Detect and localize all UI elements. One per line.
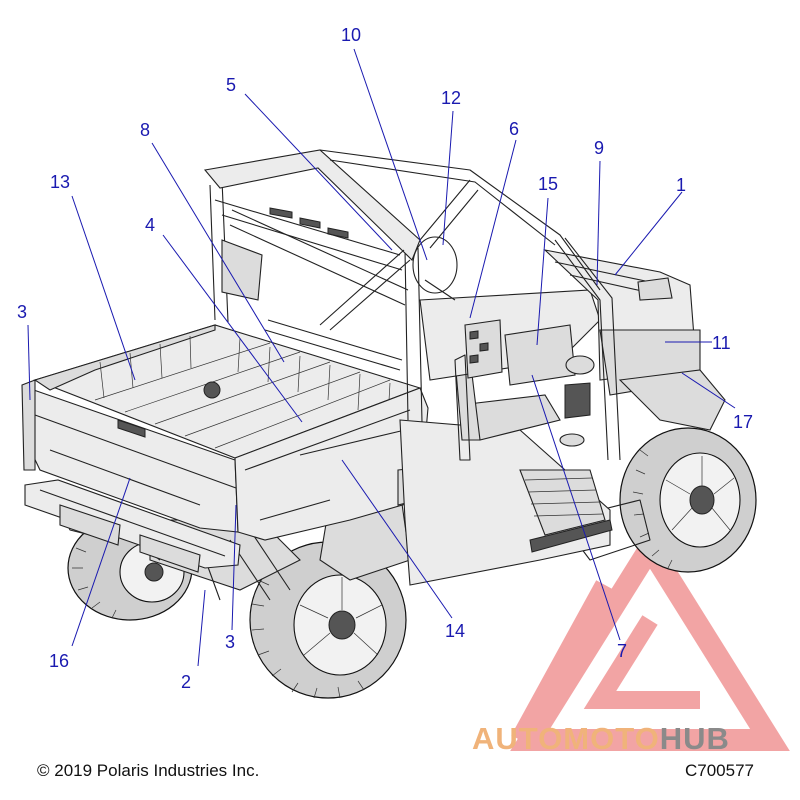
callout-2: 2 (181, 672, 191, 692)
watermark-text-part1: AUTOMOTO (472, 721, 660, 756)
callout-3-rear: 3 (17, 302, 27, 322)
callout-12: 12 (441, 88, 461, 108)
callout-7: 7 (617, 641, 627, 661)
callout-labels: 1 2 3 3 4 5 6 7 8 9 10 11 12 13 14 15 16… (17, 25, 753, 692)
watermark-wordmark: AUTOMOTOHUB (472, 721, 730, 756)
callout-5: 5 (226, 75, 236, 95)
front-right-wheel (619, 427, 757, 573)
callout-10: 10 (341, 25, 361, 45)
callout-13: 13 (50, 172, 70, 192)
callout-4: 4 (145, 215, 155, 235)
watermark-text: AUTOMOTOHUB (472, 721, 730, 756)
copyright-notice: © 2019 Polaris Industries Inc. (37, 761, 260, 780)
callout-16: 16 (49, 651, 69, 671)
callout-11: 11 (712, 333, 731, 353)
rear-bumper (24, 479, 241, 573)
callout-17: 17 (733, 412, 753, 432)
callout-14: 14 (445, 621, 465, 641)
callout-6: 6 (509, 119, 519, 139)
roll-cage (203, 149, 621, 461)
callout-1: 1 (676, 175, 686, 195)
callout-8: 8 (140, 120, 150, 140)
leader-lines (27, 48, 736, 667)
rear-right-wheel (249, 541, 407, 699)
cab (399, 249, 726, 586)
callout-15: 15 (538, 174, 558, 194)
watermark-logo (510, 527, 790, 751)
watermark-text-part2: HUB (660, 721, 730, 756)
callout-3-lower: 3 (225, 632, 235, 652)
diagram-code: C700577 (684, 761, 754, 780)
callout-9: 9 (594, 138, 604, 158)
cargo-bed (21, 324, 429, 541)
